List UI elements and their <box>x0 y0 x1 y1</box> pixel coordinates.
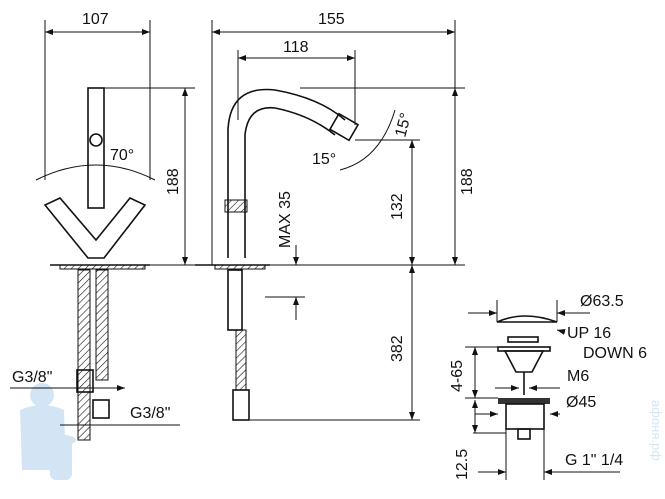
drain-down-label: DOWN 6 <box>583 345 647 362</box>
hose-thread-left-label: G3/8" <box>12 369 52 386</box>
angle-bottom-label: 15° <box>312 151 336 168</box>
front-width-label: 107 <box>82 11 109 28</box>
side-view <box>195 20 465 421</box>
hose-thread-right-label: G3/8" <box>130 405 170 422</box>
drain-flange-diameter-label: Ø45 <box>566 394 596 411</box>
total-height-label: 188 <box>459 168 476 195</box>
drain-top-diameter-label: Ø63.5 <box>580 293 624 310</box>
drain-up-label: UP 16 <box>567 325 611 342</box>
max-deck-label: MAX 35 <box>277 191 294 248</box>
drain-offset-label: 12.5 <box>454 449 471 480</box>
front-view <box>10 20 195 441</box>
handle-angle-label: 70° <box>110 147 134 164</box>
front-height-label: 188 <box>165 168 182 195</box>
plumber-mascot-icon <box>20 383 76 480</box>
spout-length-label: 118 <box>283 39 309 56</box>
angle-top-label: 15° <box>392 111 415 139</box>
watermark: афоня.рф <box>649 400 664 461</box>
below-deck-label: 382 <box>389 335 406 362</box>
reach-label: 155 <box>318 11 345 28</box>
spout-height-label: 132 <box>389 193 406 220</box>
drain-rod-label: M6 <box>567 368 589 385</box>
drain-range-label: 4-65 <box>449 360 466 392</box>
drain-thread-label: G 1" 1/4 <box>565 452 623 469</box>
drain-view <box>465 300 620 480</box>
